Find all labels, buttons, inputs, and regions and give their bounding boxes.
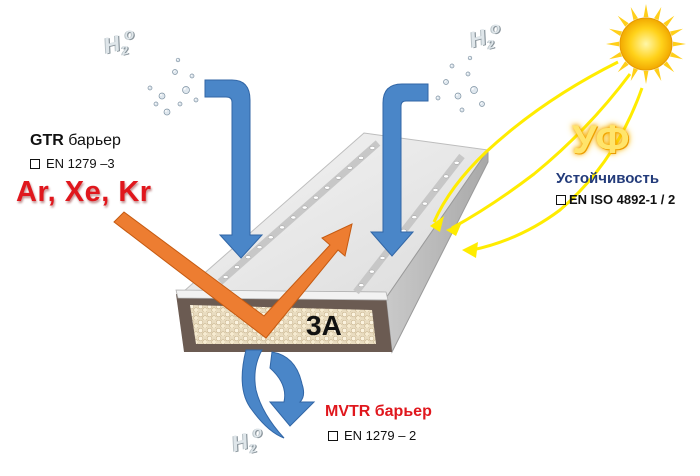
gases-label: Ar, Xe, Kr	[16, 176, 152, 208]
uv-standard: EN ISO 4892-1 / 2	[556, 192, 675, 207]
uv-resistance-title: Устойчивость	[556, 170, 660, 187]
sun-icon	[606, 4, 686, 84]
water-arrow-right	[369, 83, 429, 257]
mvtr-barrier-title: MVTR барьер	[325, 403, 432, 420]
perforation-holes-left	[222, 146, 376, 279]
uv-ray-tips	[430, 216, 478, 258]
gtr-standard: EN 1279 –3	[30, 156, 115, 171]
water-arrow-bottom	[241, 349, 316, 439]
water-arrow-left	[204, 79, 264, 259]
mvtr-standard: EN 1279 – 2	[328, 428, 416, 443]
checkbox-icon	[328, 430, 338, 441]
water-droplets-left	[147, 57, 199, 116]
gtr-barrier-title: GTR барьер	[30, 132, 121, 149]
uv-rays	[432, 60, 644, 252]
perforation-left	[217, 140, 381, 285]
water-droplets-right	[435, 55, 485, 113]
checkbox-icon	[30, 158, 40, 169]
gas-arrow	[113, 211, 353, 339]
uv-label: УФ	[572, 118, 630, 162]
checkbox-icon	[556, 194, 566, 205]
perforation-right	[353, 153, 465, 295]
spacer-profile	[175, 132, 489, 354]
spacer-type-label: 3A	[306, 310, 342, 341]
